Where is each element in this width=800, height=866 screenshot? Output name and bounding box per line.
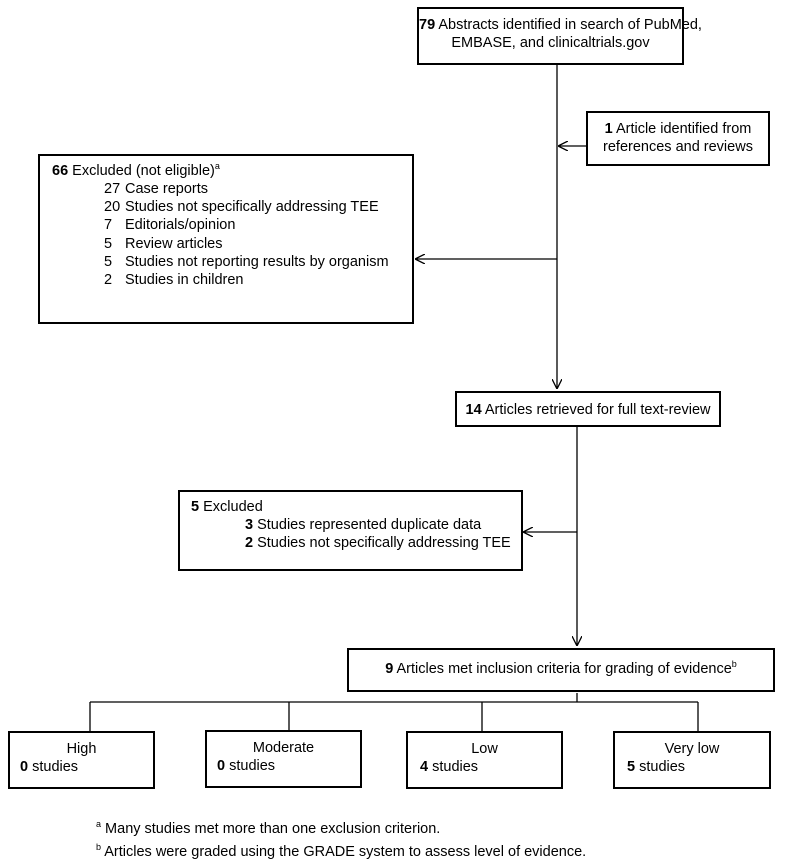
grade-verylow-box: Very low 5 studies (613, 731, 771, 789)
identified-text: Abstracts identified in search of PubMed… (438, 17, 702, 33)
grade-moderate-box: Moderate 0 studies (205, 730, 362, 788)
grade-level: Moderate (252, 740, 315, 756)
footnote-a: a Many studies met more than one exclusi… (96, 819, 441, 837)
grade-level: Low (471, 741, 498, 757)
list-item: 3 Studies represented duplicate data (245, 517, 482, 534)
excluded2-list: 3 Studies represented duplicate data 2 S… (191, 516, 521, 552)
excluded1-count: 66 (52, 163, 69, 179)
additional-text: Article identified from (615, 121, 752, 137)
identified-count: 79 (419, 17, 436, 33)
excluded2-title: Excluded (203, 499, 263, 515)
retrieved-box: 14 Articles retrieved for full text-revi… (455, 391, 721, 427)
included-text: Articles met inclusion criteria for grad… (396, 661, 732, 677)
excluded1-title: Excluded (not eligible) (72, 163, 215, 179)
identified-text-2: EMBASE, and clinicaltrials.gov (451, 35, 650, 52)
additional-count: 1 (604, 121, 613, 137)
grade-high-box: High 0 studies (8, 731, 155, 789)
excluded-duplicates-box: 5 Excluded 3 Studies represented duplica… (178, 490, 523, 571)
footnote-mark-b: b (731, 659, 737, 670)
retrieved-count: 14 (465, 402, 482, 418)
grade-level: High (66, 741, 97, 757)
grade-level: Very low (664, 741, 720, 757)
included-count: 9 (385, 661, 394, 677)
retrieved-text: Articles retrieved for full text-review (484, 402, 711, 418)
identified-box: 79 Abstracts identified in search of Pub… (417, 7, 702, 65)
list-item: 2 Studies not specifically addressing TE… (245, 535, 511, 552)
grade-low-box: Low 4 studies (406, 731, 563, 789)
additional-text-2: references and reviews (603, 139, 753, 156)
additional-article-box: 1 Article identified from references and… (586, 111, 770, 166)
excluded2-count: 5 (191, 499, 200, 515)
included-box: 9 Articles met inclusion criteria for gr… (347, 648, 775, 692)
footnote-mark-a: a (214, 161, 220, 172)
footnote-b: b Articles were graded using the GRADE s… (96, 842, 587, 860)
